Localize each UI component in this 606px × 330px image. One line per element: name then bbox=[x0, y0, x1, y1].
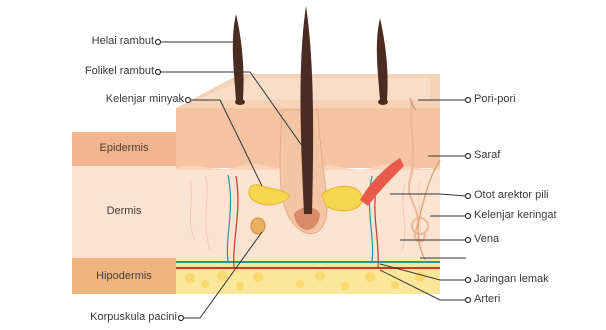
label-vena: Vena bbox=[474, 233, 499, 246]
hipodermis-layer bbox=[176, 260, 440, 294]
label-korpuskula-pacini: Korpuskula pacini bbox=[90, 311, 177, 324]
label-folikel-rambut: Folikel rambut bbox=[85, 65, 154, 78]
sebaceous-gland-right bbox=[322, 186, 362, 210]
label-saraf: Saraf bbox=[474, 149, 500, 162]
label-otot-arektor-pili: Otot arektor pili bbox=[474, 189, 549, 202]
label-kelenjar-minyak: Kelenjar minyak bbox=[106, 93, 184, 106]
layer-label-epidermis: Epidermis bbox=[74, 142, 174, 155]
label-arteri: Arteri bbox=[474, 293, 500, 306]
label-helai-rambut: Helai rambut bbox=[92, 35, 154, 48]
layer-label-hipodermis: Hipodermis bbox=[74, 270, 174, 283]
label-jaringan-lemak: Jaringan lemak bbox=[474, 273, 549, 286]
layer-label-dermis: Dermis bbox=[74, 205, 174, 218]
label-pori-pori: Pori-pori bbox=[474, 93, 516, 106]
label-kelenjar-keringat: Kelenjar keringat bbox=[474, 209, 557, 222]
pacinian-corpuscle bbox=[251, 218, 265, 234]
